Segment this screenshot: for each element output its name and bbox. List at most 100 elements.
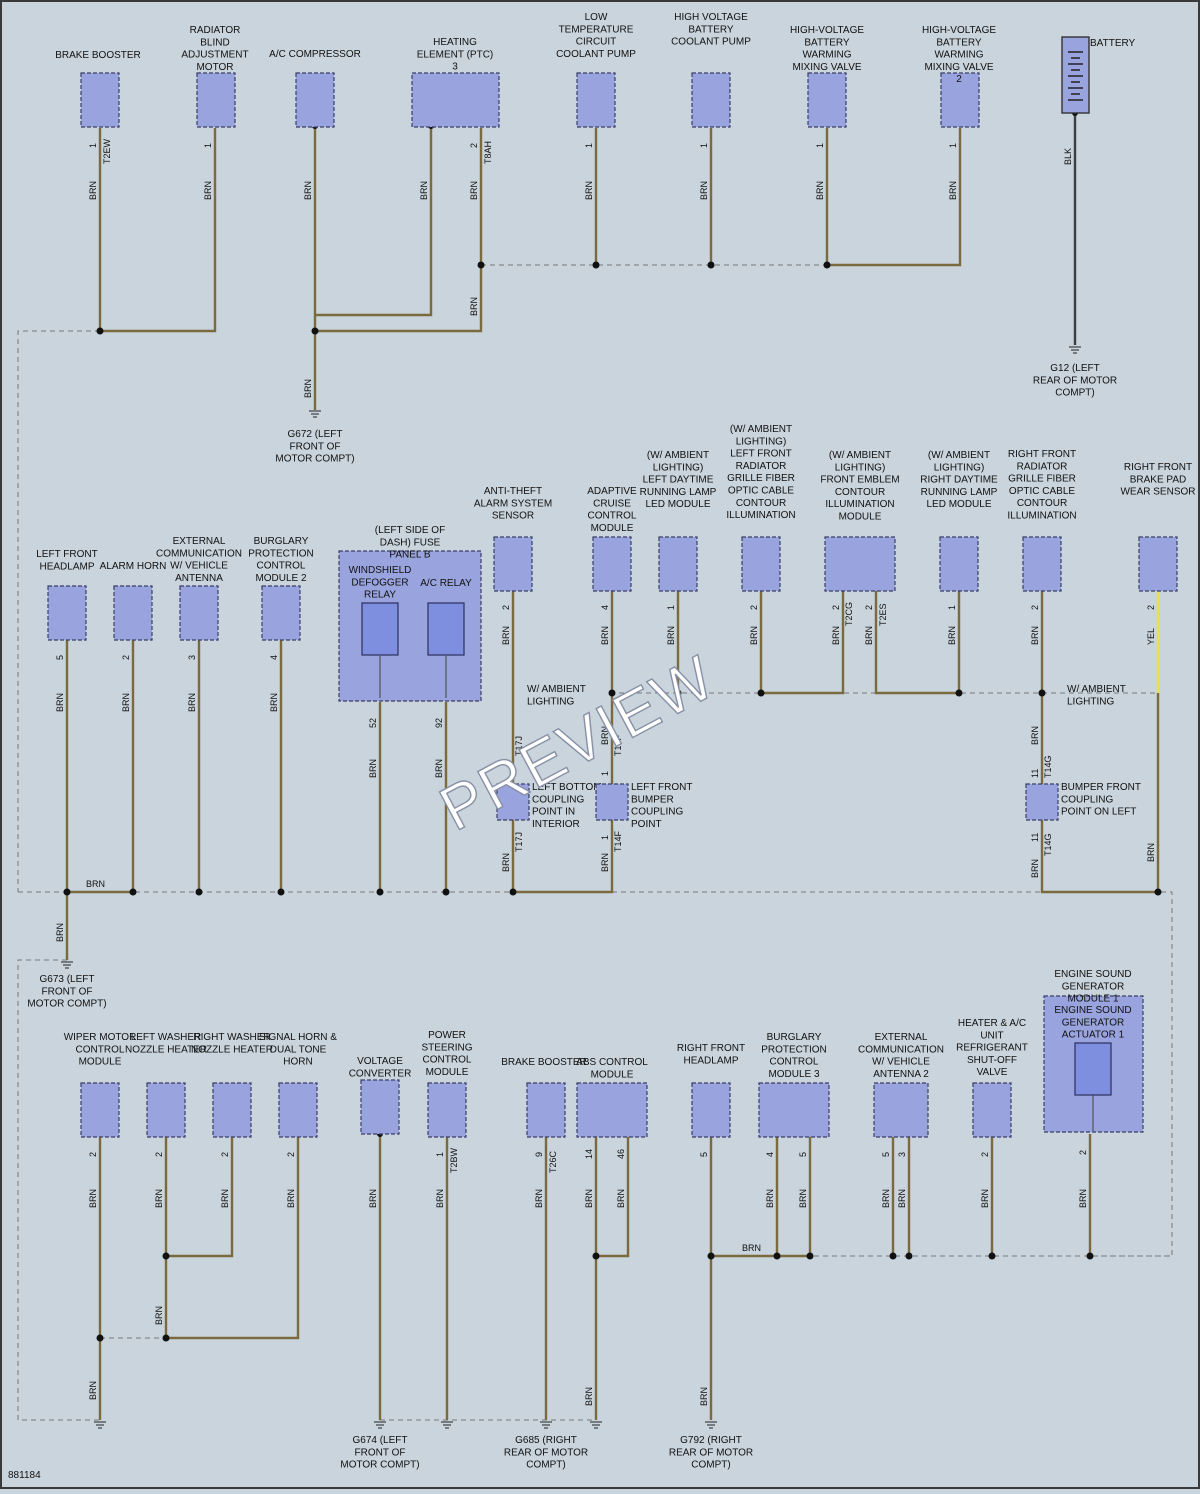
wire-brn [164, 1137, 300, 1340]
svg-text:T26C: T26C [548, 1150, 558, 1173]
svg-text:BRN: BRN [948, 181, 958, 200]
label: A/C COMPRESSOR [269, 49, 361, 60]
mid-wire-labels: BRN BRN BRN BRN BRN BRN BRN BRN BRN BRN … [55, 626, 1156, 942]
label: BRAKE BOOSTER [501, 1057, 587, 1068]
svg-text:BRN: BRN [88, 1189, 98, 1208]
svg-text:T17J: T17J [514, 736, 524, 756]
svg-text:BRN: BRN [584, 1189, 594, 1208]
svg-text:BRN: BRN [419, 181, 429, 200]
svg-text:1: 1 [666, 605, 676, 610]
wire-brn [825, 128, 962, 267]
component-alarm-horn: ALARM HORN [100, 561, 167, 641]
svg-text:2: 2 [121, 655, 131, 660]
svg-text:BRN: BRN [584, 1387, 594, 1406]
svg-text:BLK: BLK [1063, 148, 1073, 165]
svg-text:1: 1 [600, 835, 610, 840]
svg-text:2: 2 [980, 1152, 990, 1157]
wire-brn [711, 1137, 812, 1258]
svg-text:BRN: BRN [121, 693, 131, 712]
svg-text:T2ES: T2ES [878, 603, 888, 626]
svg-text:3: 3 [897, 1152, 907, 1157]
wire-brn [166, 1137, 234, 1258]
svg-text:BRN: BRN [501, 626, 511, 645]
svg-text:BRN: BRN [434, 759, 444, 778]
svg-text:5: 5 [798, 1152, 808, 1157]
bot-pins: 2 2 2 2 1 T2BW 9 T26C 14 46 5 4 5 5 3 2 … [88, 1147, 1088, 1173]
svg-text:BRN: BRN [1030, 859, 1040, 878]
svg-text:BRN: BRN [368, 1189, 378, 1208]
wire-brn [315, 126, 433, 317]
svg-text:2: 2 [469, 143, 479, 148]
svg-text:9: 9 [534, 1152, 544, 1157]
svg-text:BRN: BRN [584, 181, 594, 200]
svg-text:T14F: T14F [613, 734, 623, 756]
svg-text:BRN: BRN [600, 726, 610, 745]
svg-text:2: 2 [831, 605, 841, 610]
svg-text:BRN: BRN [864, 626, 874, 645]
svg-text:2: 2 [864, 605, 874, 610]
svg-text:BRN: BRN [980, 1189, 990, 1208]
svg-text:BRN: BRN [187, 693, 197, 712]
wire-brn [98, 128, 217, 333]
svg-text:4: 4 [765, 1152, 775, 1157]
diagram-code: 881184 [8, 1470, 41, 1481]
wire-brn [67, 640, 135, 894]
svg-text:14: 14 [584, 1149, 594, 1159]
label: ALARM HORN [100, 561, 167, 572]
label: A/C RELAY [420, 578, 472, 589]
svg-text:1: 1 [584, 143, 594, 148]
svg-text:BRN: BRN [368, 759, 378, 778]
svg-text:92: 92 [434, 718, 444, 728]
svg-text:1: 1 [947, 605, 957, 610]
svg-text:BRN: BRN [55, 693, 65, 712]
svg-text:T8AH: T8AH [483, 141, 493, 164]
svg-text:BRN: BRN [616, 1189, 626, 1208]
svg-text:1: 1 [815, 143, 825, 148]
svg-text:1: 1 [203, 143, 213, 148]
svg-text:46: 46 [616, 1149, 626, 1159]
svg-text:BRN: BRN [88, 181, 98, 200]
svg-text:BRN: BRN [815, 181, 825, 200]
bot-wire-labels: BRN BRN BRN BRN BRN BRN BRN BRN BRN BRN … [88, 1189, 1088, 1406]
svg-text:T14F: T14F [613, 830, 623, 852]
svg-text:2: 2 [286, 1152, 296, 1157]
svg-text:1: 1 [88, 143, 98, 148]
wire-brn [891, 1137, 911, 1256]
svg-text:1: 1 [699, 143, 709, 148]
svg-text:BRN: BRN [154, 1306, 164, 1325]
svg-text:2: 2 [1078, 1150, 1088, 1155]
